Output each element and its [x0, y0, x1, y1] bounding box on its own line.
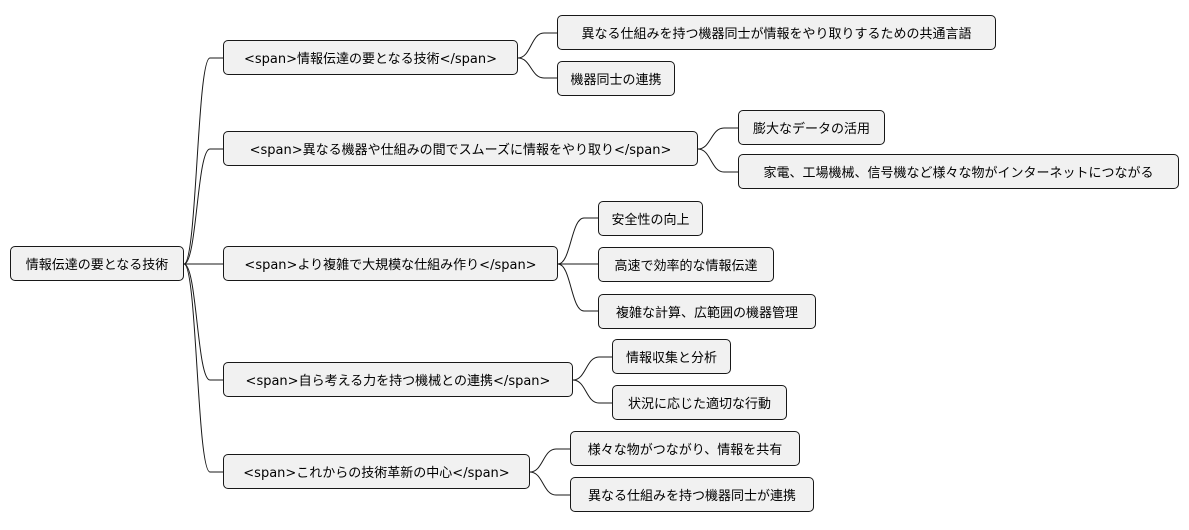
leaf-node-1-1[interactable]: 異なる仕組みを持つ機器同士が情報をやり取りするための共通言語	[557, 15, 996, 50]
leaf-node-4-2[interactable]: 状況に応じた適切な行動	[612, 385, 787, 420]
leaf-node-2-1[interactable]: 膨大なデータの活用	[738, 110, 885, 145]
connector-b1-c2	[517, 57, 557, 79]
connector-root-branch-4	[183, 263, 223, 381]
branch-node-5-label: <span>これからの技術革新の中心</span>	[243, 466, 510, 481]
root-node[interactable]: 情報伝達の要となる技術	[10, 246, 184, 281]
leaf-node-2-1-label: 膨大なデータの活用	[752, 122, 870, 137]
connector-b5-c1	[529, 448, 570, 473]
leaf-node-4-2-label: 状況に応じた適切な行動	[627, 397, 771, 412]
leaf-node-5-2[interactable]: 異なる仕組みを持つ機器同士が連携	[570, 477, 814, 512]
leaf-node-1-1-label: 異なる仕組みを持つ機器同士が情報をやり取りするための共通言語	[581, 27, 972, 42]
leaf-node-3-1-label: 安全性の向上	[611, 213, 690, 228]
connector-b3-c1	[557, 217, 598, 265]
branch-node-4-label: <span>自ら考える力を持つ機械との連携</span>	[245, 374, 551, 389]
leaf-node-3-3[interactable]: 複雑な計算、広範囲の機器管理	[598, 294, 816, 329]
branch-node-2-label: <span>異なる機器や仕組みの間でスムーズに情報をやり取り</span>	[249, 143, 672, 158]
leaf-node-5-2-label: 異なる仕組みを持つ機器同士が連携	[587, 489, 796, 504]
branch-node-2[interactable]: <span>異なる機器や仕組みの間でスムーズに情報をやり取り</span>	[223, 131, 698, 166]
leaf-node-3-1[interactable]: 安全性の向上	[598, 201, 703, 236]
connector-b4-c2	[572, 379, 612, 404]
connector-b2-c1	[697, 127, 738, 150]
branch-node-1-label: <span>情報伝達の要となる技術</span>	[243, 52, 498, 67]
leaf-node-4-1[interactable]: 情報収集と分析	[612, 339, 731, 374]
leaf-node-2-2[interactable]: 家電、工場機械、信号機など様々な物がインターネットにつながる	[738, 154, 1179, 189]
leaf-node-5-1[interactable]: 様々な物がつながり、情報を共有	[570, 431, 800, 466]
leaf-node-1-2-label: 機器同士の連携	[570, 73, 662, 88]
connector-b2-c2	[697, 148, 738, 173]
connector-root-branch-1	[183, 57, 223, 265]
leaf-node-5-1-label: 様々な物がつながり、情報を共有	[587, 443, 783, 458]
leaf-node-1-2[interactable]: 機器同士の連携	[557, 61, 675, 96]
leaf-node-3-2[interactable]: 高速で効率的な情報伝達	[598, 247, 774, 282]
branch-node-1[interactable]: <span>情報伝達の要となる技術</span>	[223, 40, 518, 75]
connector-b5-c2	[529, 471, 570, 496]
connector-b3-c3	[557, 263, 598, 312]
connector-root-branch-5	[183, 263, 223, 473]
leaf-node-4-1-label: 情報収集と分析	[625, 351, 717, 366]
leaf-node-3-2-label: 高速で効率的な情報伝達	[614, 259, 758, 274]
branch-node-5[interactable]: <span>これからの技術革新の中心</span>	[223, 454, 530, 489]
connector-b1-c1	[517, 32, 557, 59]
branch-node-3-label: <span>より複雑で大規模な仕組み作り</span>	[244, 258, 537, 273]
branch-node-3[interactable]: <span>より複雑で大規模な仕組み作り</span>	[223, 246, 558, 281]
connector-root-branch-2	[183, 148, 223, 265]
connector-b4-c1	[572, 356, 612, 381]
branch-node-4[interactable]: <span>自ら考える力を持つ機械との連携</span>	[223, 362, 573, 397]
leaf-node-2-2-label: 家電、工場機械、信号機など様々な物がインターネットにつながる	[763, 166, 1154, 181]
leaf-node-3-3-label: 複雑な計算、広範囲の機器管理	[615, 306, 798, 321]
root-node-label: 情報伝達の要となる技術	[25, 258, 169, 273]
